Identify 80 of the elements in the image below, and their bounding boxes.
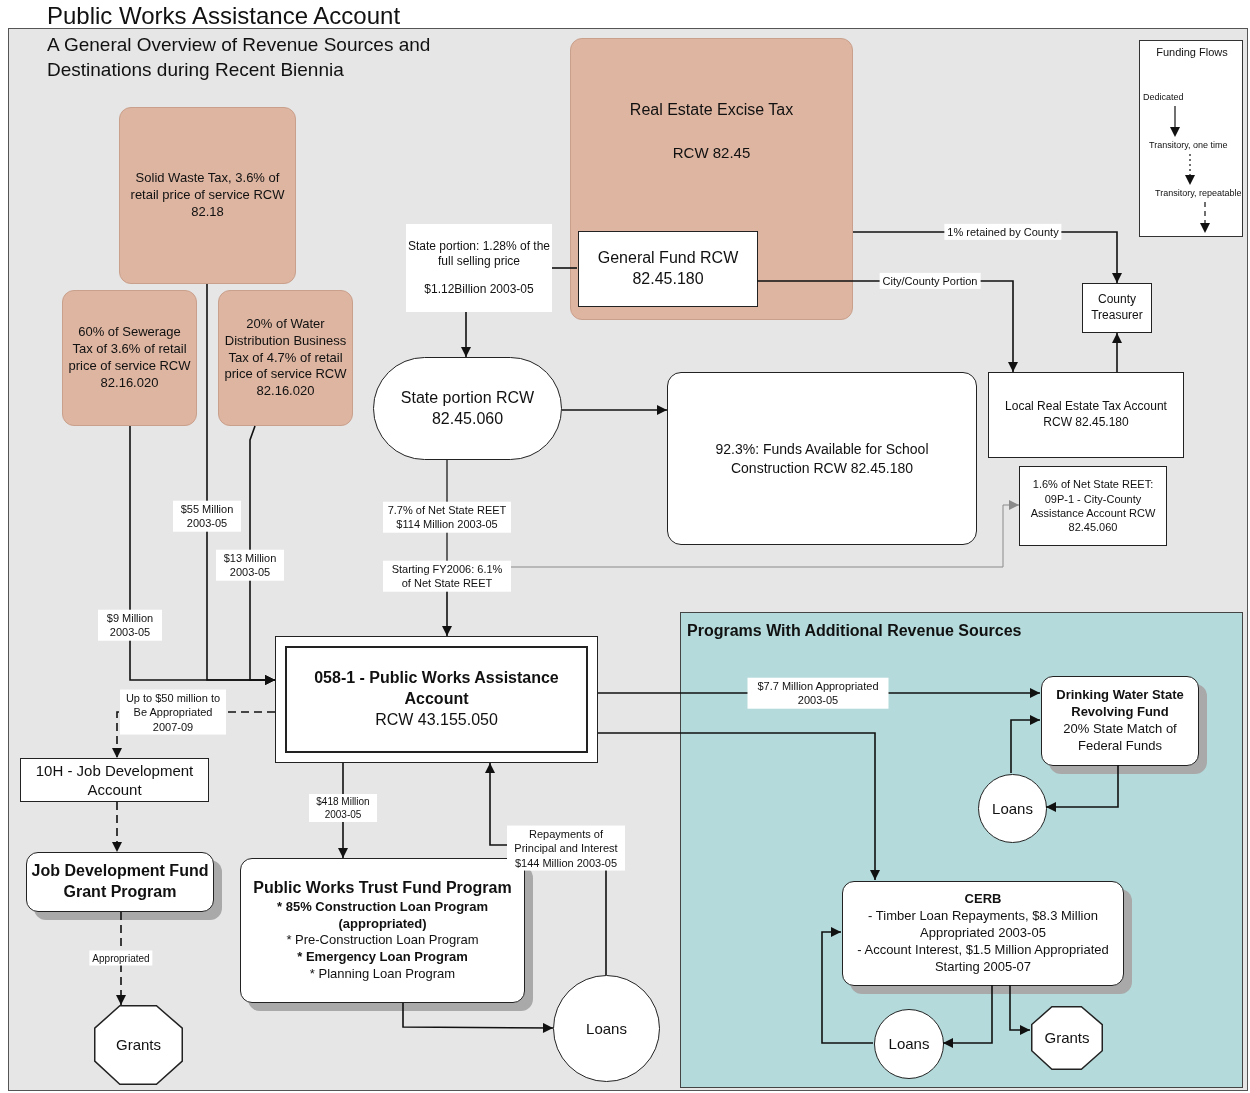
arrow (1112, 332, 1122, 373)
legend-label: Dedicated (1143, 92, 1184, 102)
node-text: Job Development Fund Grant Program (31, 861, 209, 902)
node-heading: Programs With Additional Revenue Sources (687, 621, 1022, 641)
node-text: * Emergency Loan Program (297, 949, 468, 967)
legend-label: Transitory, one time (1149, 140, 1228, 150)
node-text: $1.12Billion 2003-05 (424, 281, 534, 298)
program-panel (680, 612, 1243, 1088)
note-box (406, 224, 552, 312)
edge-label: 7.7% of Net State REET $114 Million 2003-05 (383, 501, 511, 533)
tax-source-box (62, 290, 197, 426)
arrow (561, 405, 668, 415)
node-heading: Public Works Trust Fund Program (253, 877, 512, 898)
edge-label: $13 Million 2003-05 (216, 549, 284, 581)
diagram-title: Public Works Assistance Account (47, 2, 401, 30)
edge-label: Repayments of Principal and Interest $144 Million 2003-05 (507, 825, 625, 871)
arrow (942, 984, 993, 1048)
node-text: General Fund RCW 82.45.180 (596, 248, 740, 289)
node-text: 1.6% of Net State REET: 09P-1 - City-County Assistance Account RCW 82.45.060 (1029, 477, 1157, 535)
node-text: 20% of Water Distribution Business Tax of 4.7% of retail price of service RCW 82.16.020 (223, 315, 348, 401)
node-text: Loans (586, 1018, 627, 1039)
node-text: 10H - Job Development Account (34, 760, 195, 800)
edge-label: 1% retained by County (944, 223, 1062, 241)
edge-label: $7.7 Million Appropriated 2003-05 (747, 677, 889, 709)
edge-label: Starting FY2006: 6.1% of Net State REET (383, 560, 511, 592)
node-heading: Real Estate Excise Tax (629, 100, 794, 121)
edge-label: City/County Portion (879, 272, 981, 290)
account-box (1082, 283, 1152, 333)
node-text: Grants (116, 1035, 161, 1055)
node-text: Grants (1044, 1028, 1090, 1048)
fund-box (667, 372, 977, 545)
node-heading: Drinking Water State Revolving Fund (1055, 687, 1185, 721)
arrow (249, 425, 276, 685)
edge-label: Appropriated (89, 950, 153, 966)
arrow (461, 311, 471, 358)
edge-label: $418 Million 2003-05 (309, 794, 377, 822)
account-box (20, 758, 209, 802)
node-heading: 058-1 - Public Works Assistance Account (313, 668, 560, 710)
node-text: RCW 82.45 (672, 143, 751, 163)
node-text: State portion RCW 82.45.060 (399, 387, 536, 429)
edge-label: $55 Million 2003-05 (173, 500, 241, 532)
subtitle: A General Overview of Revenue Sources and Destinations during Recent Biennia (47, 33, 432, 82)
node-text: Solid Waste Tax, 3.6% of retail price of service RCW 82.18 (129, 170, 286, 221)
arrow (1009, 984, 1031, 1035)
node-text: - Account Interest, $1.5 Million Appropriated Starting 2005-07 (856, 941, 1110, 976)
node-text: Loans (992, 798, 1033, 819)
node-heading: CERB (964, 891, 1002, 909)
account-box (988, 372, 1184, 458)
arrow (402, 1002, 554, 1033)
tax-source-box (570, 38, 853, 320)
arrow (821, 927, 874, 1044)
node-text: County Treasurer (1090, 292, 1144, 324)
node-text: - Timber Loan Repayments, $8.3 Million Appropriated 2003-05 (867, 908, 1099, 942)
grants-octagon (94, 1005, 183, 1085)
arrow (597, 732, 880, 881)
node-text: * Planning Loan Program (309, 966, 456, 984)
arrow (1010, 715, 1041, 774)
edge-label: $9 Million 2003-05 (98, 609, 162, 641)
grants-octagon (1031, 1006, 1103, 1070)
node-text: Loans (888, 1034, 930, 1054)
edge-label: Up to $50 million to Be Appropriated 2007-09 (120, 689, 226, 735)
tax-source-box (218, 290, 353, 426)
legend-title: Funding Flows (1155, 46, 1229, 58)
account-box (1019, 466, 1167, 546)
arrow (1045, 764, 1119, 812)
arrow (116, 911, 126, 1006)
node-heading: State portion: 1.28% of the full selling price (406, 238, 552, 270)
account-box (578, 231, 758, 307)
node-text: 60% of Sewerage Tax of 3.6% of retail price of service RCW 82.16.020 (67, 324, 192, 392)
node-text: Local Real Estate Tax Account RCW 82.45.180 (1004, 399, 1168, 431)
node-text: 92.3%: Funds Available for School Construction RCW 82.45.180 (714, 440, 930, 477)
legend-label: Transitory, repeatable (1155, 188, 1242, 198)
arrow (112, 801, 122, 853)
account-box (275, 636, 598, 763)
node-text: RCW 43.155.050 (375, 709, 498, 730)
node-text: 20% State Match of Federal Funds (1062, 721, 1178, 755)
node-text: * 85% Construction Loan Program (appropriated) (276, 898, 489, 933)
tax-source-box (119, 107, 296, 284)
node-text: * Pre-Construction Loan Program (286, 932, 479, 950)
connector-line (551, 267, 578, 269)
